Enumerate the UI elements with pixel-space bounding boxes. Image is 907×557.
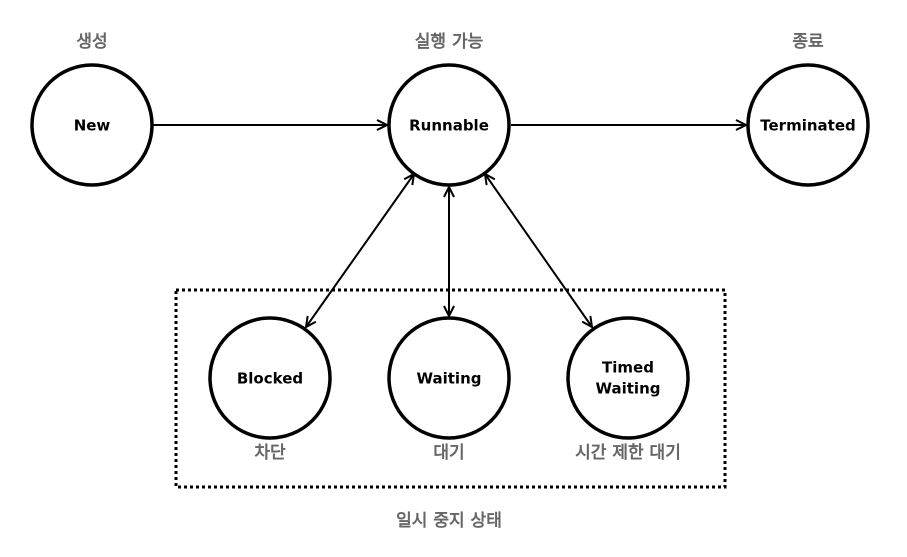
state-waiting-caption: 대기: [433, 443, 464, 463]
state-terminated-label: Terminated: [760, 117, 855, 135]
state-runnable-caption: 실행 가능: [415, 32, 484, 52]
state-runnable-label: Runnable: [409, 117, 489, 135]
state-timed-waiting-label-line1: Timed: [602, 359, 654, 377]
state-blocked-caption: 차단: [254, 443, 286, 463]
paused-states-group-box: [174, 288, 727, 489]
arrow-runnable-timed-waiting: [485, 174, 592, 327]
state-runnable: Runnable 실행 가능: [387, 32, 511, 187]
state-new-caption: 생성: [76, 32, 107, 52]
paused-states-group-label: 일시 중지 상태: [396, 511, 502, 531]
state-terminated-caption: 종료: [792, 32, 824, 52]
state-new-label: New: [74, 117, 111, 135]
state-timed-waiting-caption: 시간 제한 대기: [575, 443, 681, 463]
state-blocked-label: Blocked: [237, 370, 303, 388]
state-terminated: Terminated 종료: [746, 32, 870, 187]
state-blocked: Blocked 차단: [208, 316, 332, 463]
state-timed-waiting: Timed Waiting 시간 제한 대기: [566, 316, 690, 463]
state-new: New 생성: [30, 32, 154, 187]
arrow-runnable-blocked: [306, 174, 414, 327]
state-waiting-label: Waiting: [416, 370, 481, 388]
state-waiting: Waiting 대기: [387, 316, 511, 463]
state-timed-waiting-label-line2: Waiting: [595, 380, 660, 398]
